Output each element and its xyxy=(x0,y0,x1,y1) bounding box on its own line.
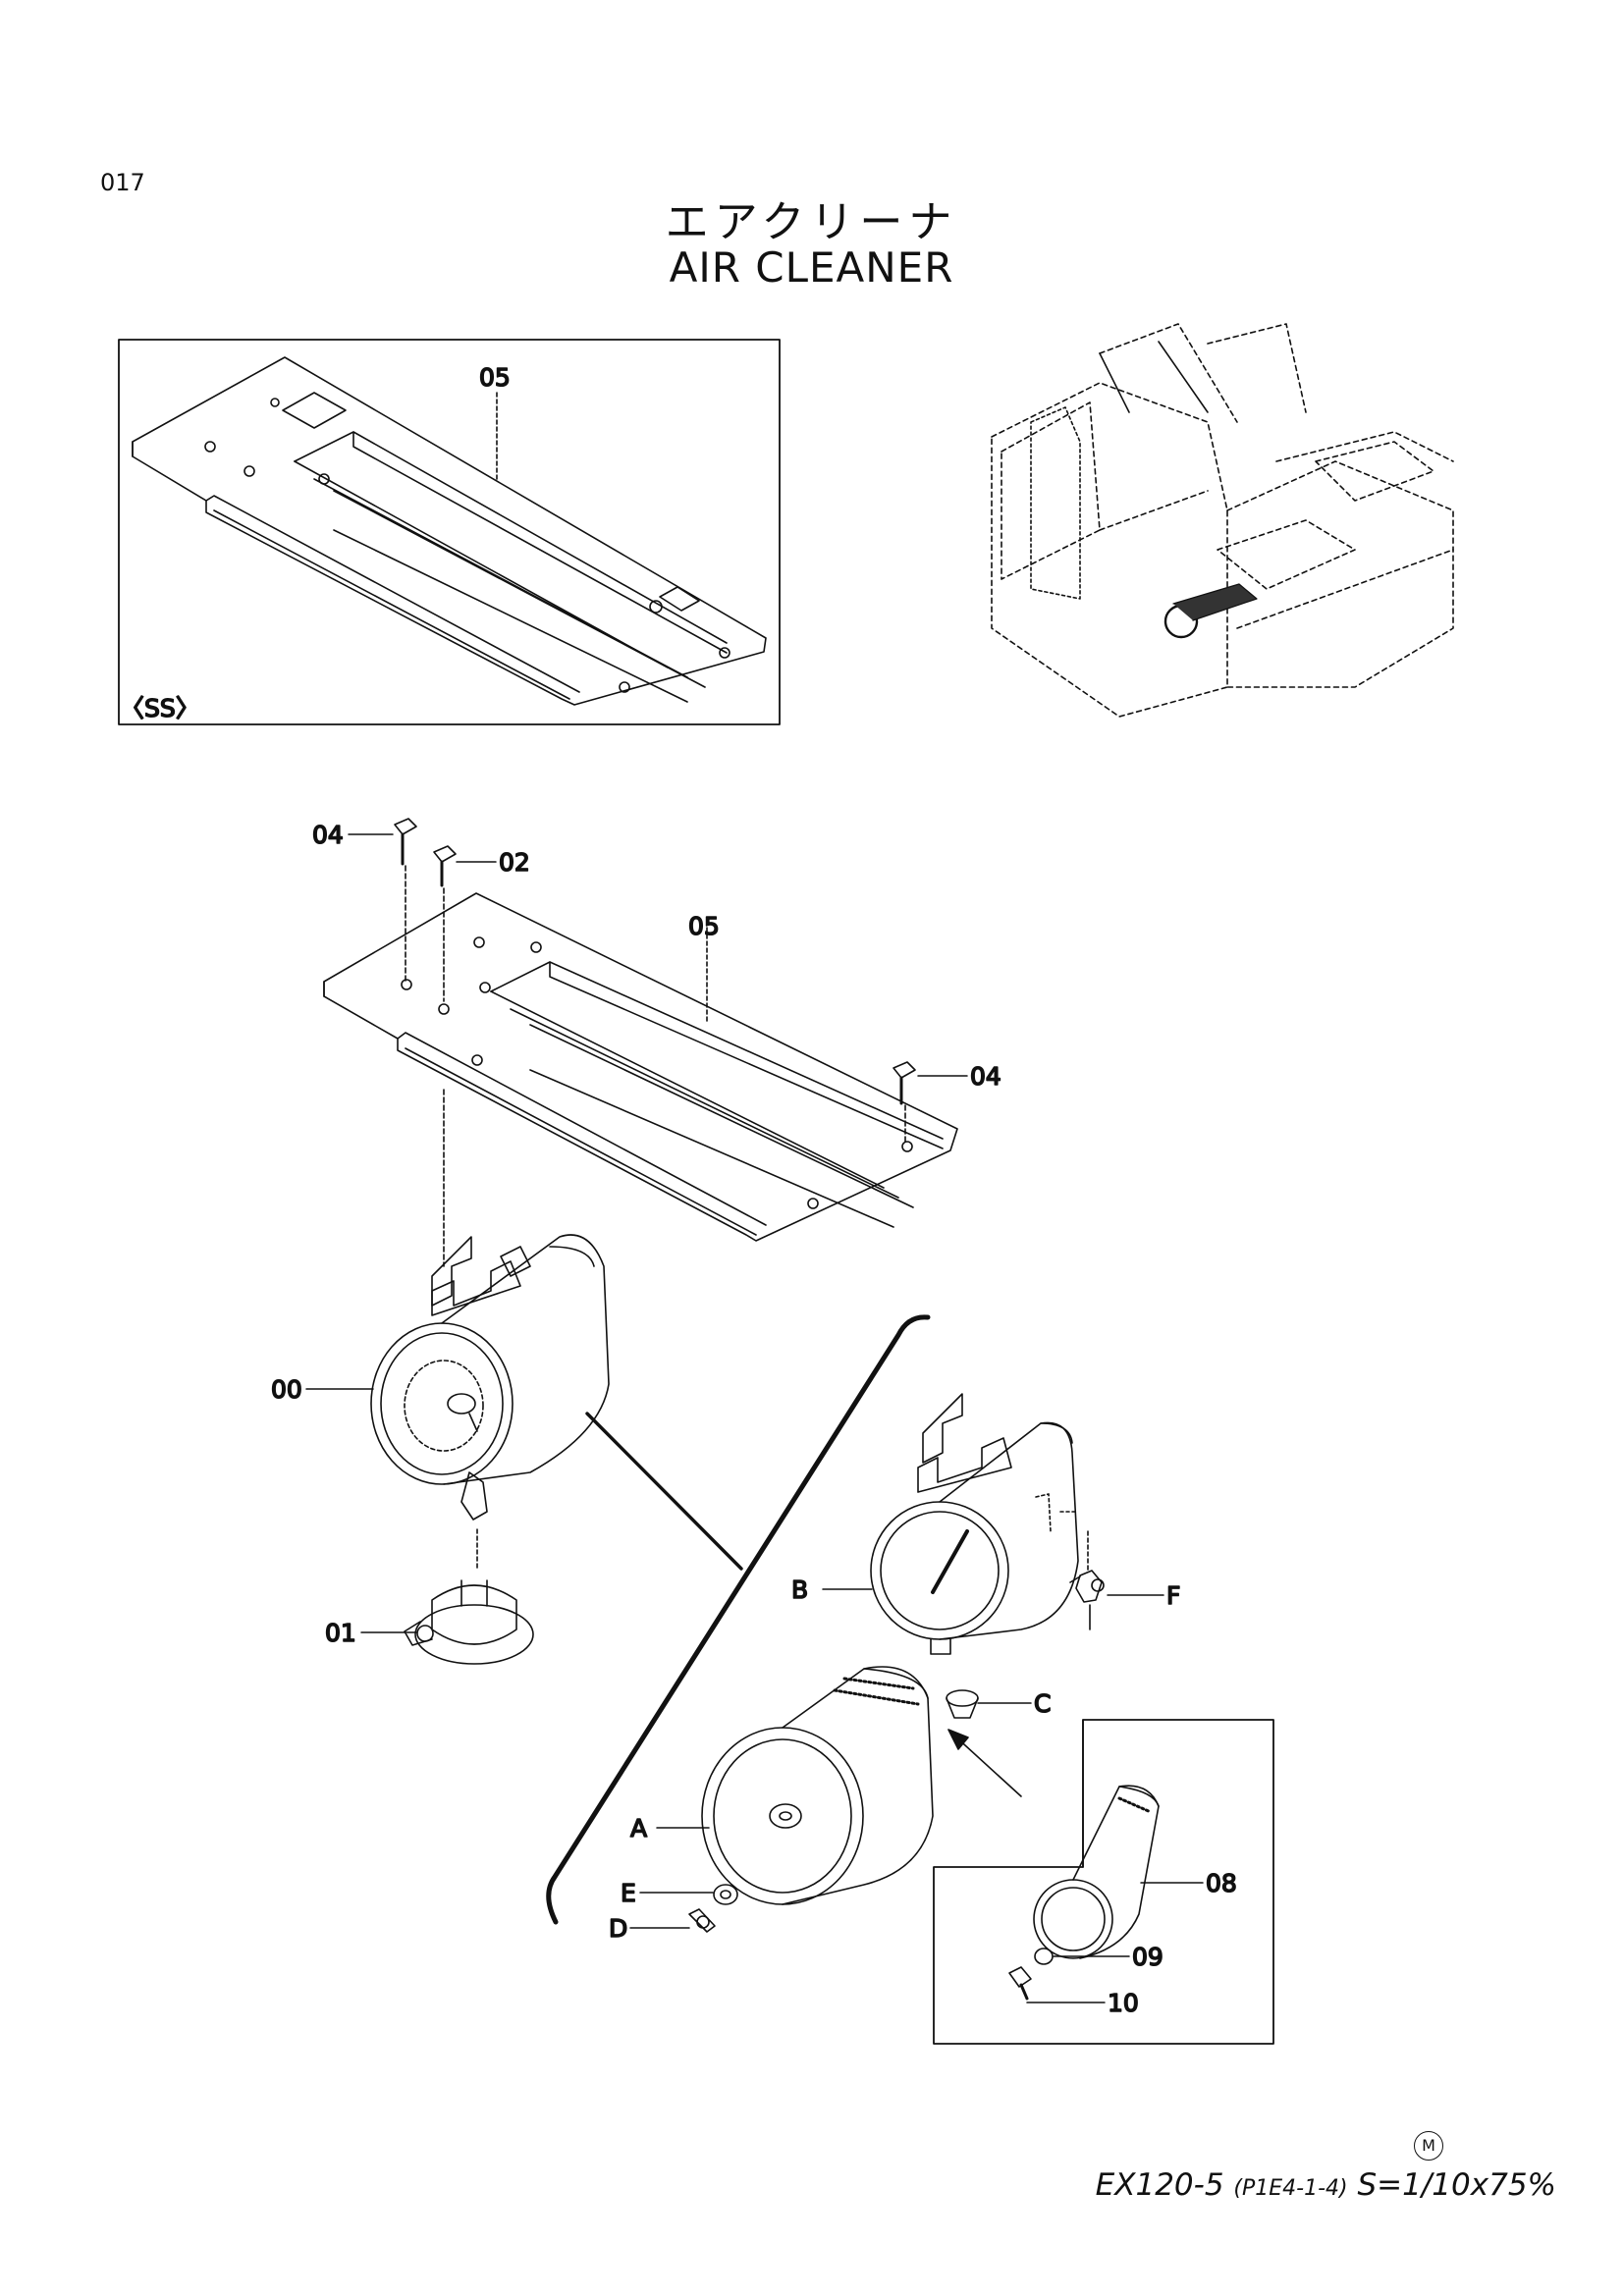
footer-model: EX120-5 xyxy=(1095,2167,1224,2203)
air-cleaner-00 xyxy=(370,1234,610,1572)
inset-callout-05: 05 xyxy=(479,363,511,392)
housing-B xyxy=(870,1393,1079,1655)
page-number: 017 xyxy=(100,169,145,196)
callout-04-right: 04 xyxy=(970,1062,1001,1091)
valve-C xyxy=(946,1689,979,1719)
inner-element-detail-box xyxy=(933,1719,1274,2045)
washer-E xyxy=(713,1884,738,1905)
callout-F: F xyxy=(1166,1581,1180,1610)
valve-F xyxy=(1069,1530,1105,1630)
inner-element-08 xyxy=(1033,1785,1160,1959)
callout-04-top: 04 xyxy=(312,821,344,849)
callout-E: E xyxy=(621,1879,636,1907)
callout-02: 02 xyxy=(499,848,530,877)
callout-A: A xyxy=(630,1814,647,1842)
bolt-02 xyxy=(433,845,457,1267)
callout-09: 09 xyxy=(1132,1943,1163,1971)
callout-C: C xyxy=(1034,1689,1051,1718)
bolt-04-right xyxy=(893,1061,916,1146)
callout-08: 08 xyxy=(1206,1869,1237,1897)
callout-05: 05 xyxy=(688,912,720,940)
inset-ss-panel xyxy=(118,339,781,725)
manual-mark-icon: M xyxy=(1414,2131,1443,2161)
title-japanese: エアクリーナ xyxy=(665,197,958,247)
callout-10: 10 xyxy=(1108,1989,1139,2017)
element-A xyxy=(701,1666,934,1905)
o-ring-09 xyxy=(1034,1948,1054,1965)
callout-01: 01 xyxy=(325,1619,356,1647)
footer-reference: EX120-5 (P1E4-1-4) S=1/10x75% xyxy=(1096,2167,1556,2203)
callout-D: D xyxy=(609,1914,627,1943)
wing-nut-D xyxy=(688,1908,716,1933)
machine-air-cleaner-location xyxy=(1030,341,1258,639)
inset-variant-label: 〈SS〉 xyxy=(120,694,200,722)
panel-05 xyxy=(323,892,958,1242)
callout-00: 00 xyxy=(271,1375,302,1404)
footer-ref: (P1E4-1-4) xyxy=(1233,2176,1348,2201)
title-english: AIR CLEANER xyxy=(669,243,954,292)
bolt-04-top xyxy=(394,818,417,983)
machine-location-view xyxy=(991,323,1454,718)
callout-B: B xyxy=(791,1575,808,1604)
dust-cup-01 xyxy=(404,1579,534,1665)
bolt-10 xyxy=(1008,1966,1032,2001)
leader-lines xyxy=(305,833,1204,2003)
detail-breakout-bracket xyxy=(546,1314,931,1925)
footer-scale: S=1/10x75% xyxy=(1357,2167,1556,2203)
